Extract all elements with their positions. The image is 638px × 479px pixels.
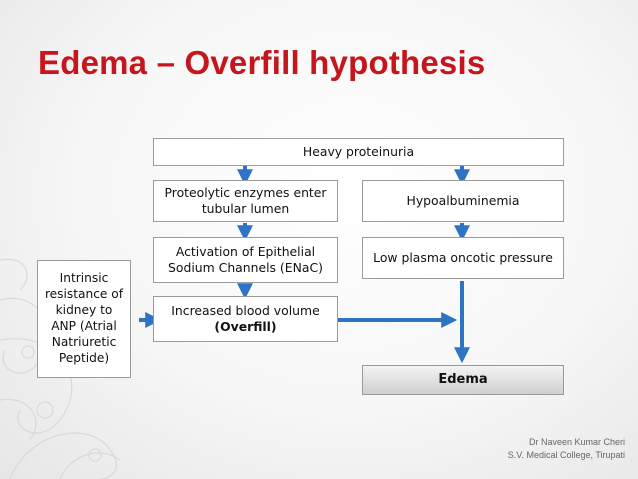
intrinsic-line4: ANP (Atrial: [51, 319, 117, 333]
box-low-oncotic-pressure: Low plasma oncotic pressure: [362, 237, 564, 279]
slide-title: Edema – Overfill hypothesis: [38, 44, 486, 81]
box-intrinsic-resistance: Intrinsic resistance of kidney to ANP (A…: [37, 260, 131, 378]
heavy-proteinuria-label: Heavy proteinuria: [302, 144, 415, 160]
box-increased-blood-volume: Increased blood volume (Overfill): [153, 296, 338, 342]
proteolytic-line2: tubular lumen: [201, 201, 290, 216]
blood-volume-line1: Increased blood volume: [171, 303, 320, 319]
box-enac-activation: Activation of Epithelial Sodium Channels…: [153, 237, 338, 283]
intrinsic-line2: resistance of: [44, 287, 124, 302]
intrinsic-line3: kidney to: [55, 303, 113, 318]
edema-label: Edema: [438, 371, 488, 387]
box-edema: Edema: [362, 365, 564, 395]
box-proteolytic-enzymes: Proteolytic enzymes enter tubular lumen: [153, 180, 338, 222]
box-heavy-proteinuria: Heavy proteinuria: [153, 138, 564, 166]
footer-institution: S.V. Medical College, Tirupati: [507, 450, 625, 461]
slide-footer: Dr Naveen Kumar Cheri S.V. Medical Colle…: [508, 436, 625, 462]
blood-volume-line2: (Overfill): [214, 319, 277, 334]
footer-author: Dr Naveen Kumar Cheri: [528, 437, 625, 447]
hypoalbuminemia-label: Hypoalbuminemia: [406, 193, 520, 209]
enac-line2: Sodium Channels (ENaC): [168, 260, 323, 275]
box-hypoalbuminemia: Hypoalbuminemia: [362, 180, 564, 222]
oncotic-label: Low plasma oncotic pressure: [373, 250, 553, 266]
intrinsic-line1: Intrinsic: [59, 271, 109, 286]
intrinsic-line6: Peptide): [58, 350, 110, 365]
proteolytic-line1: Proteolytic enzymes enter: [164, 185, 327, 201]
intrinsic-line5: Natriuretic: [51, 334, 117, 349]
enac-line1: Activation of Epithelial: [175, 244, 316, 260]
